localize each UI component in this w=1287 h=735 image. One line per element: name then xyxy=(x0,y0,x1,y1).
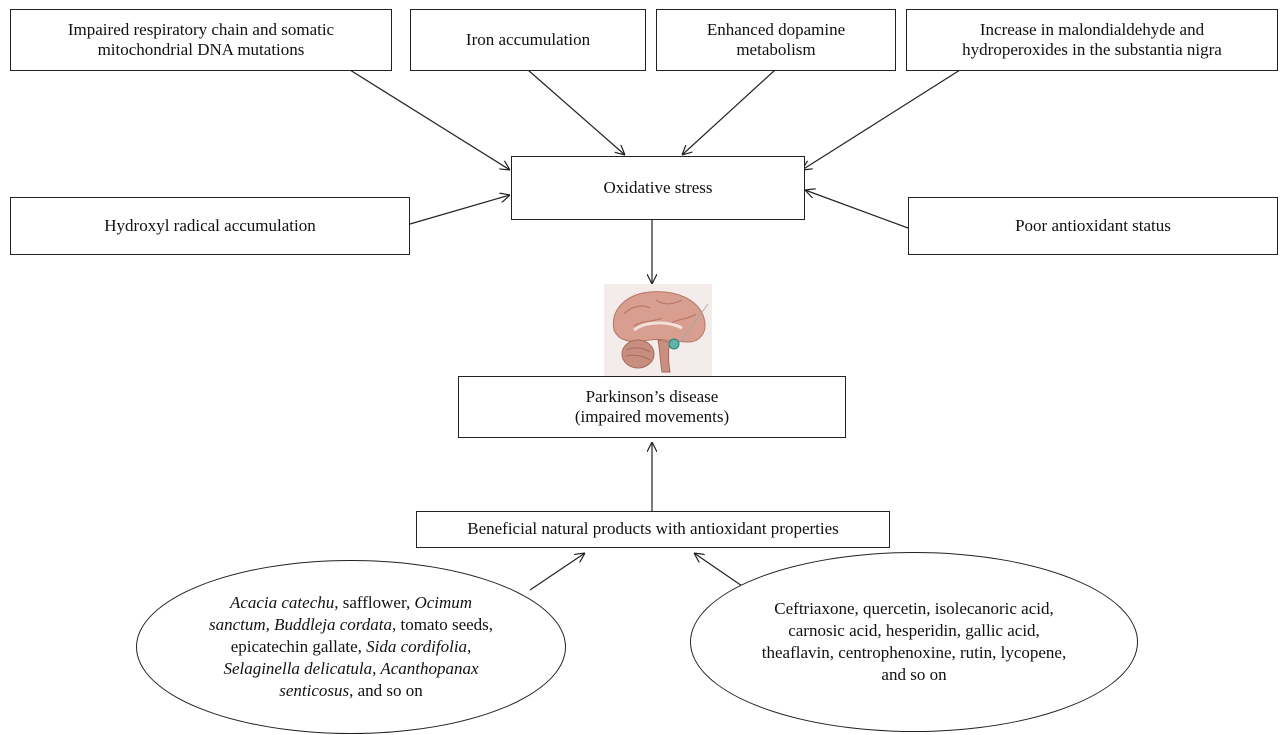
natural-sources-text: Acacia catechu, safflower, Ocimum sanctu… xyxy=(207,592,495,702)
arrow-dopamine-to-oxidative xyxy=(682,69,776,155)
box-parkinsons-disease: Parkinson’s disease (impaired movements) xyxy=(458,376,846,438)
box-respiratory-line-2: mitochondrial DNA mutations xyxy=(97,40,305,59)
box-oxidative-stress: Oxidative stress xyxy=(511,156,805,220)
arrow-malondialdehyde-to-oxidative xyxy=(802,69,961,170)
brain-illustration-icon xyxy=(604,284,712,378)
natural-source-segment: Acacia catechu xyxy=(229,592,335,612)
ellipse-compounds: Ceftriaxone, quercetin, isolecanoric aci… xyxy=(690,552,1138,732)
box-malondialdehyde: Increase in malondialdehyde and hydroper… xyxy=(906,9,1278,71)
arrow-hydroxyl-to-oxidative xyxy=(409,195,510,225)
box-dopamine-metabolism: Enhanced dopamine metabolism xyxy=(656,9,896,71)
box-respiratory-line-1: Impaired respiratory chain and somatic xyxy=(67,19,335,39)
box-iron-label: Iron accumulation xyxy=(465,29,591,49)
parkinsons-line-2: (impaired movements) xyxy=(574,407,730,426)
box-dopamine-line-1: Enhanced dopamine xyxy=(706,19,846,39)
box-dopamine-line-2: metabolism xyxy=(736,40,816,59)
natural-source-segment: , and so on xyxy=(349,681,423,701)
arrow-iron-to-oxidative xyxy=(527,69,625,155)
beneficial-label: Beneficial natural products with antioxi… xyxy=(467,519,839,539)
natural-source-segment: , tomato seeds, epicatechin gallate, xyxy=(230,614,494,656)
arrow-antioxidant-to-oxidative xyxy=(805,190,909,229)
arrow-left-ellipse-to-beneficial xyxy=(529,553,585,591)
box-antioxidant-label: Poor antioxidant status xyxy=(1015,215,1171,235)
box-iron-accumulation: Iron accumulation xyxy=(410,9,646,71)
box-malondialdehyde-line-2: hydroperoxides in the substantia nigra xyxy=(962,40,1222,59)
box-poor-antioxidant-status: Poor antioxidant status xyxy=(908,197,1278,255)
compounds-text: Ceftriaxone, quercetin, isolecanoric aci… xyxy=(761,598,1067,685)
box-beneficial-natural-products: Beneficial natural products with antioxi… xyxy=(416,511,890,548)
parkinsons-line-1: Parkinson’s disease xyxy=(585,386,719,406)
ellipse-natural-sources: Acacia catechu, safflower, Ocimum sanctu… xyxy=(136,560,566,734)
natural-source-segment: Sida cordifolia, Selaginella delicatula,… xyxy=(223,636,479,701)
arrow-respiratory-to-oxidative xyxy=(349,69,510,170)
natural-source-segment: Ocimum sanctum, Buddleja cordata xyxy=(208,592,473,634)
natural-source-segment: , safflower, xyxy=(334,592,415,612)
box-respiratory-chain: Impaired respiratory chain and somatic m… xyxy=(10,9,392,71)
box-hydroxyl-label: Hydroxyl radical accumulation xyxy=(104,215,316,235)
box-hydroxyl-radical: Hydroxyl radical accumulation xyxy=(10,197,410,255)
arrow-right-ellipse-to-beneficial xyxy=(694,553,746,589)
box-malondialdehyde-line-1: Increase in malondialdehyde and xyxy=(979,19,1205,39)
box-oxidative-label: Oxidative stress xyxy=(603,177,713,197)
